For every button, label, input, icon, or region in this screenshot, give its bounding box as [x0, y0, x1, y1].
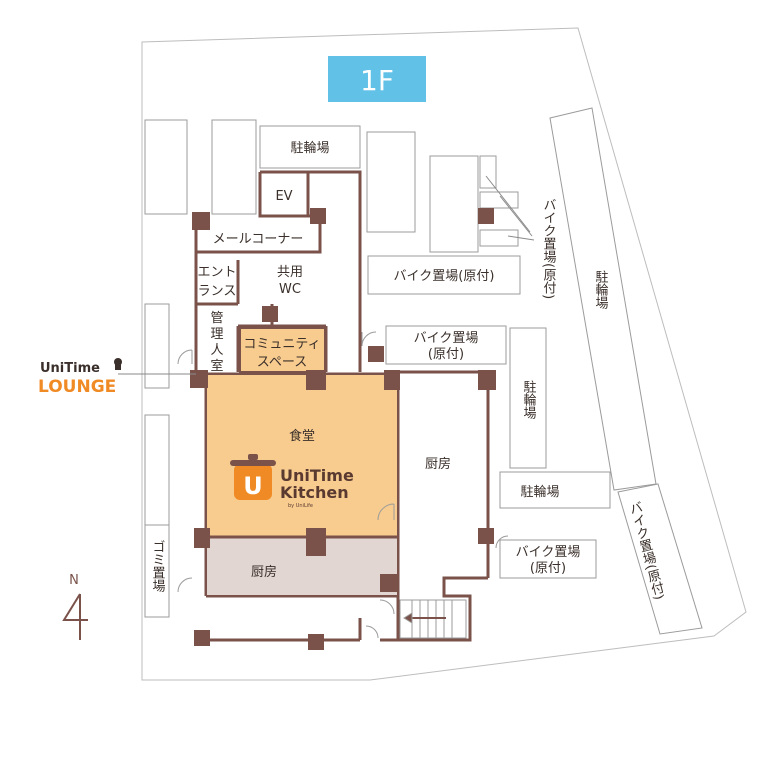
unitime-kitchen-logo: U UniTime Kitchen by UniLife — [230, 454, 354, 509]
community-space-area — [239, 327, 326, 373]
kitchen-logo-line1: UniTime — [280, 466, 354, 485]
label-kitchen-right: 厨房 — [425, 456, 451, 472]
parking-outlines-left — [144, 119, 257, 618]
kitchen-logo-sub: by UniLife — [288, 503, 313, 509]
structural-columns — [190, 208, 496, 650]
label-entrance-1: エント — [197, 265, 236, 280]
label-manager-1: 管 — [210, 311, 223, 326]
label-bike-parking-3-1: バイク置場 — [516, 545, 581, 560]
stairs — [399, 599, 467, 639]
label-bike-parking-2-2: (原付) — [428, 347, 464, 362]
unitime-lounge-logo: UniTime LOUNGE — [38, 358, 122, 397]
kitchen-logo-line2: Kitchen — [280, 483, 349, 502]
door-swings — [177, 331, 509, 639]
lounge-logo-line2: LOUNGE — [38, 377, 116, 397]
label-bike-parking-3-2: (原付) — [530, 561, 566, 576]
leader-lines — [118, 175, 535, 375]
label-community-1: コミュニティ — [243, 337, 320, 352]
label-community-2: スペース — [257, 355, 307, 370]
label-shared-wc-1: 共用 — [277, 265, 303, 280]
label-bicycle-parking-mid-v: 駐輪場 — [521, 380, 537, 419]
label-bike-parking-vertical: バイク置場(原付) — [541, 198, 557, 299]
parking-outlines-top — [259, 107, 703, 635]
dining-area — [207, 375, 397, 537]
label-manager-3: 人 — [210, 343, 223, 358]
label-bike-parking-1: バイク置場(原付) — [394, 269, 495, 284]
lounge-logo-line1: UniTime — [40, 361, 100, 376]
label-manager-2: 理 — [210, 327, 223, 342]
label-entrance-2: ランス — [198, 284, 237, 299]
kitchen-bottom-area — [207, 538, 397, 595]
floor-label-box — [328, 56, 426, 102]
label-dining: 食堂 — [289, 428, 315, 444]
kitchen-logo-pot-icon — [234, 464, 272, 500]
label-bicycle-parking-top: 駐輪場 — [290, 140, 329, 156]
north-label: N — [69, 573, 79, 588]
north-compass: N — [62, 573, 88, 640]
label-manager-4: 室 — [210, 358, 223, 374]
floor-label: 1F — [360, 64, 394, 97]
label-bicycle-parking-mid-h: 駐輪場 — [520, 484, 559, 500]
chef-hat-icon — [114, 358, 122, 370]
label-mail-corner: メールコーナー — [213, 232, 304, 247]
label-shared-wc-2: WC — [279, 282, 301, 297]
north-arrow-icon — [62, 593, 88, 640]
label-bike-parking-2-1: バイク置場 — [414, 331, 479, 346]
label-ev: EV — [275, 189, 292, 204]
label-bicycle-parking-far-right: 駐輪場 — [593, 270, 609, 309]
kitchen-logo-mark: U — [243, 472, 263, 500]
label-garbage: ゴミ置場 — [150, 540, 166, 592]
label-kitchen-bottom: 厨房 — [251, 564, 277, 580]
